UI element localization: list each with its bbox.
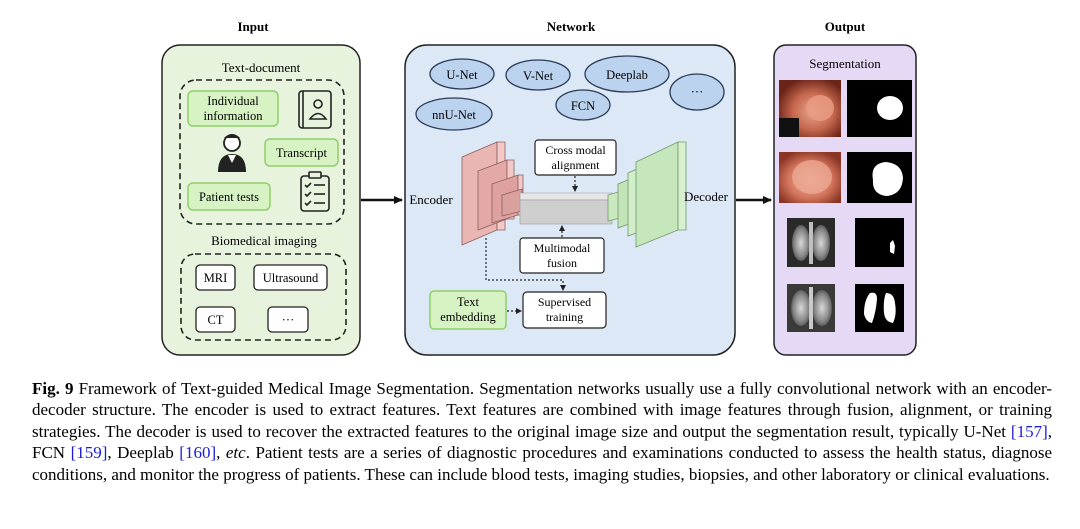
model-label-unet: U-Net bbox=[446, 68, 478, 82]
endoscopy-image-2 bbox=[779, 152, 841, 203]
caption-text-part3: , Deeplab bbox=[107, 443, 180, 463]
model-label-deeplab: Deeplab bbox=[606, 68, 648, 82]
endoscopy-image-1 bbox=[779, 80, 841, 137]
text-document-group bbox=[179, 79, 345, 225]
encoder-to-training-arrow bbox=[485, 238, 566, 291]
doctor-icon bbox=[218, 134, 246, 172]
id-card-icon bbox=[298, 90, 332, 129]
clipboard-checklist-icon bbox=[300, 171, 330, 212]
patient-tests-box bbox=[187, 182, 271, 211]
biomedical-imaging-title: Biomedical imaging bbox=[211, 233, 317, 248]
chest-xray-image-2 bbox=[787, 284, 835, 332]
citation-link-160[interactable]: [160] bbox=[179, 443, 217, 463]
input-column-title: Input bbox=[237, 19, 269, 34]
segmentation-title: Segmentation bbox=[809, 56, 881, 71]
cross-modal-alignment-label-line1: Cross modal bbox=[545, 143, 606, 157]
chest-xray-image-1 bbox=[787, 218, 835, 267]
mri-label: MRI bbox=[204, 271, 228, 285]
figure-label: Fig. 9 bbox=[32, 379, 74, 398]
framework-diagram: Input Network Output Text-document Indiv… bbox=[161, 19, 917, 356]
citation-link-159[interactable]: [159] bbox=[70, 443, 108, 463]
ultrasound-label: Ultrasound bbox=[263, 271, 319, 285]
caption-text-part4: , bbox=[216, 443, 226, 463]
encoder-blocks bbox=[461, 141, 524, 246]
caption-etc: etc bbox=[225, 443, 246, 463]
segmentation-mask-3 bbox=[855, 218, 904, 267]
caption-text-part1: Framework of Text-guided Medical Image S… bbox=[32, 379, 1053, 441]
mri-box bbox=[195, 264, 236, 291]
decoder-label: Decoder bbox=[684, 189, 729, 204]
model-label-nnunet: nnU-Net bbox=[432, 108, 476, 122]
model-ellipse-vnet bbox=[505, 59, 571, 91]
network-column-title: Network bbox=[547, 19, 596, 34]
individual-information-box bbox=[187, 90, 279, 127]
individual-information-label-line2: information bbox=[203, 109, 263, 123]
supervised-training-label-line1: Supervised bbox=[538, 295, 591, 309]
ultrasound-box bbox=[253, 264, 328, 291]
model-ellipse-unet bbox=[429, 58, 495, 90]
multimodal-fusion-box bbox=[519, 237, 605, 274]
ct-box bbox=[195, 306, 236, 333]
more-imaging-label: ··· bbox=[282, 313, 295, 327]
bottleneck-block bbox=[519, 192, 613, 225]
multimodal-fusion-label-line1: Multimodal bbox=[534, 241, 591, 255]
model-ellipse-nnunet bbox=[415, 97, 493, 131]
cross-modal-alignment-label-line2: alignment bbox=[552, 158, 601, 172]
model-label-fcn: FCN bbox=[571, 99, 595, 113]
figure-caption: Fig. 9 Framework of Text-guided Medical … bbox=[32, 378, 1052, 485]
decoder-blocks bbox=[607, 141, 687, 248]
transcript-box bbox=[264, 138, 339, 167]
citation-link-157[interactable]: [157] bbox=[1010, 421, 1048, 441]
model-ellipse-deeplab bbox=[584, 55, 670, 93]
ct-label: CT bbox=[208, 313, 224, 327]
caption-text-part2: , FCN bbox=[32, 421, 1052, 463]
model-ellipse-fcn bbox=[555, 89, 611, 121]
encoder-label: Encoder bbox=[409, 192, 453, 207]
segmentation-mask-2 bbox=[847, 152, 912, 203]
segmentation-mask-4 bbox=[855, 284, 904, 332]
text-embedding-box bbox=[429, 290, 507, 330]
transcript-label: Transcript bbox=[276, 146, 327, 160]
model-label-vnet: V-Net bbox=[523, 69, 554, 83]
text-embedding-label-line1: Text bbox=[457, 295, 480, 309]
output-column-title: Output bbox=[825, 19, 866, 34]
cross-modal-alignment-box bbox=[534, 139, 617, 176]
segmentation-mask-1 bbox=[847, 80, 912, 137]
model-ellipse-more bbox=[669, 73, 725, 111]
more-imaging-box bbox=[267, 306, 309, 333]
supervised-training-box bbox=[522, 291, 607, 329]
text-embedding-label-line2: embedding bbox=[440, 310, 496, 324]
individual-information-label-line1: Individual bbox=[207, 94, 259, 108]
supervised-training-label-line2: training bbox=[546, 310, 583, 324]
model-label-more: ··· bbox=[691, 85, 704, 99]
text-document-title: Text-document bbox=[222, 60, 301, 75]
patient-tests-label: Patient tests bbox=[199, 190, 259, 204]
multimodal-fusion-label-line2: fusion bbox=[547, 256, 577, 270]
caption-text-part5: . Patient tests are a series of diagnost… bbox=[32, 443, 1053, 484]
